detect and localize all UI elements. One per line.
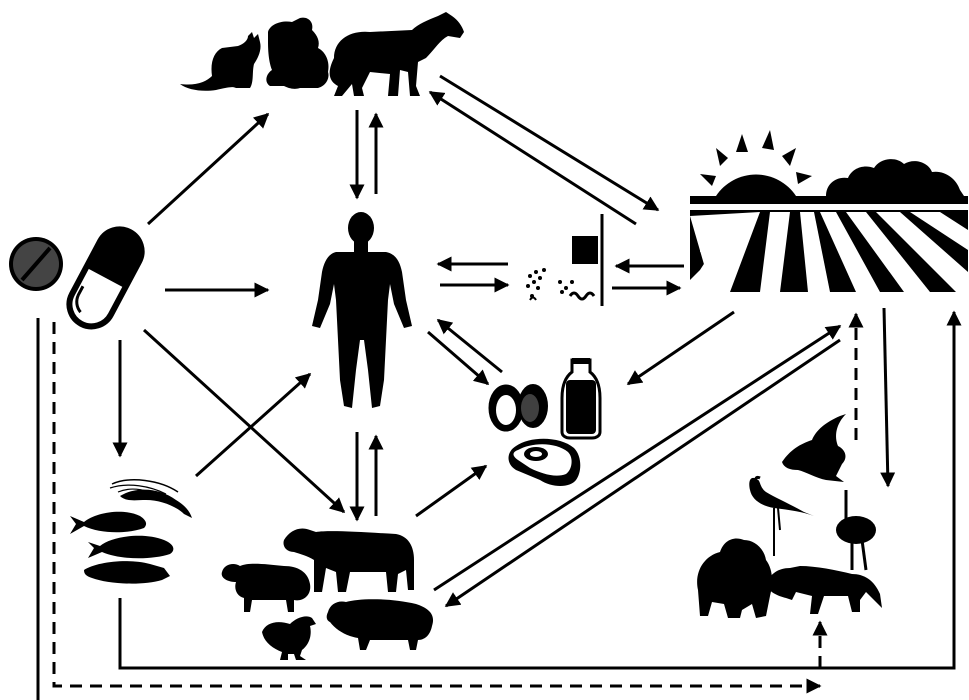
capsule-icon (62, 222, 150, 334)
arrow-companion-to-environment (440, 76, 658, 210)
wolf-icon (766, 566, 882, 614)
arrow-aquaculture-to-human (196, 374, 310, 476)
eagle-icon (782, 414, 846, 482)
horse-icon (330, 12, 464, 96)
arrow-livestock-to-products (416, 466, 486, 516)
arrow-antimicrobials-to-companion (148, 114, 268, 224)
arrow-antimicrobials-to-livestock (144, 330, 344, 512)
livestock-group (222, 528, 433, 660)
arrow-environment-to-livestock (446, 340, 840, 606)
discharge-pipe-icon (572, 214, 602, 306)
sheep-icon (222, 564, 311, 612)
milk-bottle-icon (562, 358, 600, 438)
meat-steak-icon (509, 439, 581, 486)
fish-icon (70, 512, 173, 584)
human-figure-icon (312, 212, 412, 408)
gorilla-icon (697, 539, 772, 619)
eggs-icon (490, 384, 548, 430)
dog-icon (266, 18, 328, 89)
aquaculture-group (70, 480, 192, 584)
wastewater-group (526, 214, 602, 306)
farm-field-icon (690, 196, 968, 292)
antimicrobials-group (9, 222, 149, 334)
animal-products-group (490, 358, 600, 486)
arrow-human-to-products (428, 332, 488, 384)
chicken-icon (262, 616, 316, 660)
clouds-icon (826, 159, 964, 196)
wildlife-group (697, 414, 882, 618)
arrow-products-to-human (438, 320, 502, 372)
companion-animals-group (180, 12, 464, 96)
flamingo-icon (749, 477, 814, 556)
particles-icon (526, 268, 574, 298)
tablet-icon (9, 237, 63, 291)
water-waves-icon (530, 293, 594, 300)
environment-group (690, 130, 968, 292)
ostrich-icon (836, 490, 876, 570)
cat-icon (180, 32, 261, 91)
arrow-aquaculture-to-environment (120, 312, 954, 668)
arrow-environment-to-products (628, 312, 734, 384)
sun-icon (700, 130, 812, 196)
pig-icon (327, 599, 433, 650)
arrow-environment-to-wildlife (884, 308, 888, 486)
arrow-environment-to-companion (430, 92, 636, 224)
